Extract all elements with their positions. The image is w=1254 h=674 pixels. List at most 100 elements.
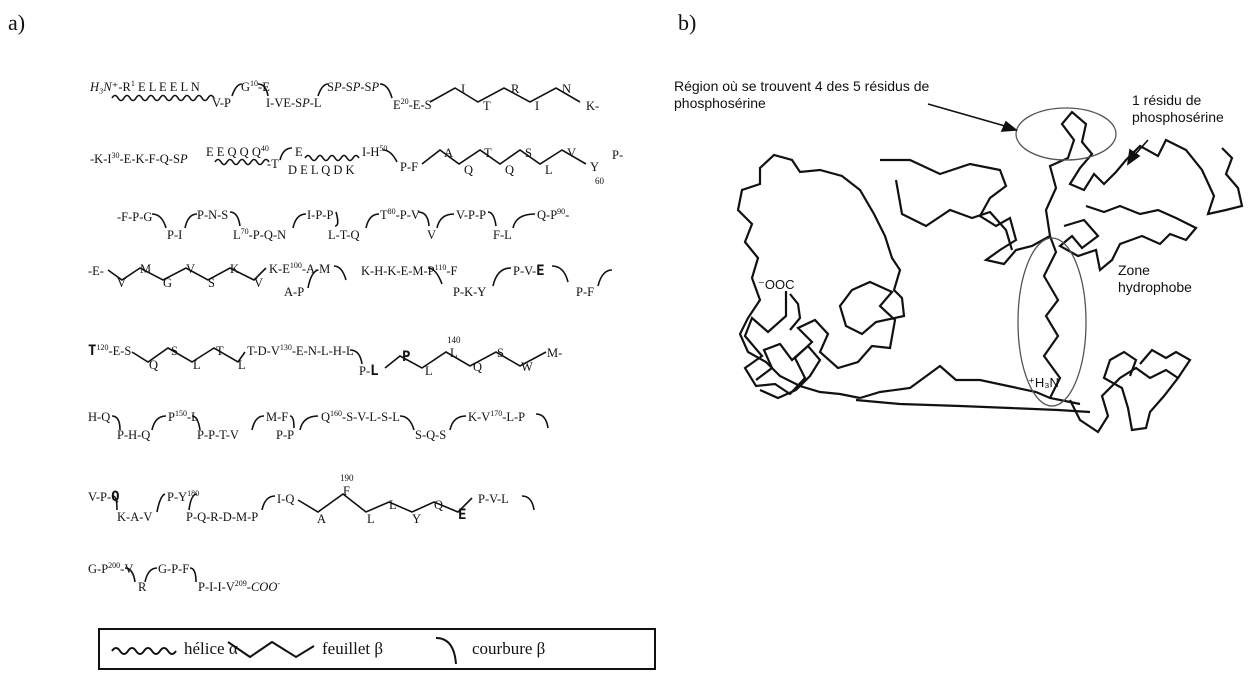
turn-mark: [382, 149, 398, 163]
sheet-mark: [297, 492, 473, 513]
seq-fragment: P-I-I-V209-COO-: [198, 579, 281, 594]
seq-fragment: K: [230, 262, 240, 276]
seq-fragment: P-F: [576, 285, 595, 299]
seq-fragment: 190: [340, 473, 354, 483]
arrowhead-one-residue: [1126, 148, 1141, 166]
turn-mark: [399, 415, 415, 431]
turn-mark: [111, 415, 121, 431]
seq-fragment: I: [535, 99, 540, 113]
seq-fragment: P-: [612, 148, 624, 162]
turn-mark: [333, 265, 347, 281]
seq-fragment: P-V-L: [478, 492, 509, 506]
seq-fragment: L: [450, 346, 458, 360]
seq-fragment: I-VE-SP-L: [266, 96, 322, 110]
seq-fragment: V: [254, 276, 264, 290]
panel-label-a: a): [8, 10, 26, 35]
chain-right-lobe: [1058, 204, 1198, 273]
turn-mark: [417, 211, 430, 227]
seq-fragment: P-Q-R-D-M-P: [186, 510, 259, 524]
turn-mark: [251, 415, 265, 431]
turn-legend-icon: [435, 637, 457, 665]
seq-fragment: V: [117, 276, 127, 290]
label-c-terminus: ⁻OOC: [758, 277, 795, 292]
turn-mark: [299, 415, 319, 431]
turn-mark: [188, 493, 198, 511]
turn-mark: [436, 213, 455, 229]
seq-fragment: I-H50: [362, 144, 388, 159]
seq-fragment: E: [295, 145, 303, 159]
seq-fragment: M-: [547, 346, 563, 360]
turn-mark: [292, 213, 307, 229]
seq-fragment: V-P: [212, 96, 231, 110]
seq-fragment: K-E100-A-M: [269, 261, 331, 276]
seq-fragment: T-D-V130-E-N-L-H-L: [247, 343, 354, 358]
sheet-mark: [429, 87, 581, 103]
phosphoserine-region-ellipse: [1015, 107, 1117, 161]
arrow-region: [927, 103, 1013, 129]
seq-fragment: -T: [267, 157, 279, 171]
helix-mark: [214, 158, 270, 166]
turn-mark: [535, 413, 549, 429]
turn-mark: [144, 567, 158, 583]
annotation-one-residue: 1 résidu de phosphosérine: [1132, 92, 1224, 125]
seq-fragment: V-P-P: [456, 208, 487, 222]
seq-row-5: T120-E-S: [88, 343, 132, 359]
seq-fragment: V: [427, 228, 437, 242]
seq-fragment: L: [238, 358, 246, 372]
seq-fragment: N: [562, 82, 572, 96]
seq-fragment: G-P-F: [158, 562, 190, 576]
seq-row-1: H₃N⁺-R1 E L E E L N: [90, 79, 200, 94]
seq-fragment: W: [521, 360, 533, 374]
seq-fragment: L: [425, 364, 433, 378]
turn-mark: [427, 267, 443, 285]
chain-left-lobe: [736, 153, 906, 400]
seq-fragment: Y: [590, 160, 600, 174]
seq-fragment: P-K-Y: [453, 285, 487, 299]
seq-fragment: I: [461, 82, 466, 96]
seq-fragment: P-P: [276, 428, 295, 442]
seq-fragment: P-N-S: [197, 208, 229, 222]
seq-fragment: F-L: [493, 228, 512, 242]
seq-fragment: Q: [464, 163, 474, 177]
seq-fragment: SP-SP-SP: [327, 80, 380, 94]
chain-connector: [859, 364, 1081, 406]
chain-right-inner: [894, 179, 1014, 251]
sheet-mark: [384, 351, 547, 369]
seq-fragment: Y: [412, 512, 422, 526]
turn-mark: [597, 269, 613, 287]
seq-fragment: K-A-V: [117, 510, 153, 524]
seq-fragment: I-Q: [277, 492, 295, 506]
sheet-legend-icon: [227, 640, 315, 659]
seq-fragment: A: [317, 512, 327, 526]
turn-mark: [307, 269, 319, 289]
turn-mark: [261, 495, 276, 511]
turn-mark: [229, 211, 241, 227]
turn-mark: [487, 211, 497, 227]
chain-center-strand: [1042, 235, 1062, 399]
turn-mark: [512, 213, 536, 229]
turn-mark: [379, 83, 393, 99]
seq-fragment: P-H-Q: [117, 428, 151, 442]
seq-fragment: P-P-T-V: [197, 428, 239, 442]
turn-mark: [521, 495, 535, 511]
seq-fragment: P-V-E: [513, 263, 545, 279]
seq-fragment: D E L Q D K: [288, 163, 355, 177]
seq-fragment: P: [402, 349, 411, 365]
chain-left-loop: [755, 342, 822, 400]
seq-fragment: Q: [505, 163, 515, 177]
panel-label-b: b): [678, 10, 697, 35]
turn-mark: [279, 147, 293, 161]
turn-mark: [334, 211, 339, 227]
seq-fragment: Q160-S-V-L-S-L: [321, 409, 400, 424]
chain-lower-right-2: [1139, 348, 1192, 379]
turn-mark: [184, 213, 198, 229]
seq-fragment: L: [389, 498, 397, 512]
seq-fragment: S-Q-S: [415, 428, 447, 442]
seq-fragment: K-V170-L-P: [468, 409, 526, 424]
seq-fragment: P-Y180: [167, 489, 200, 504]
seq-fragment: P-F: [400, 160, 419, 174]
seq-fragment: P-I: [167, 228, 183, 242]
seq-row-6: H-Q: [88, 410, 111, 424]
turn-mark: [449, 415, 467, 431]
